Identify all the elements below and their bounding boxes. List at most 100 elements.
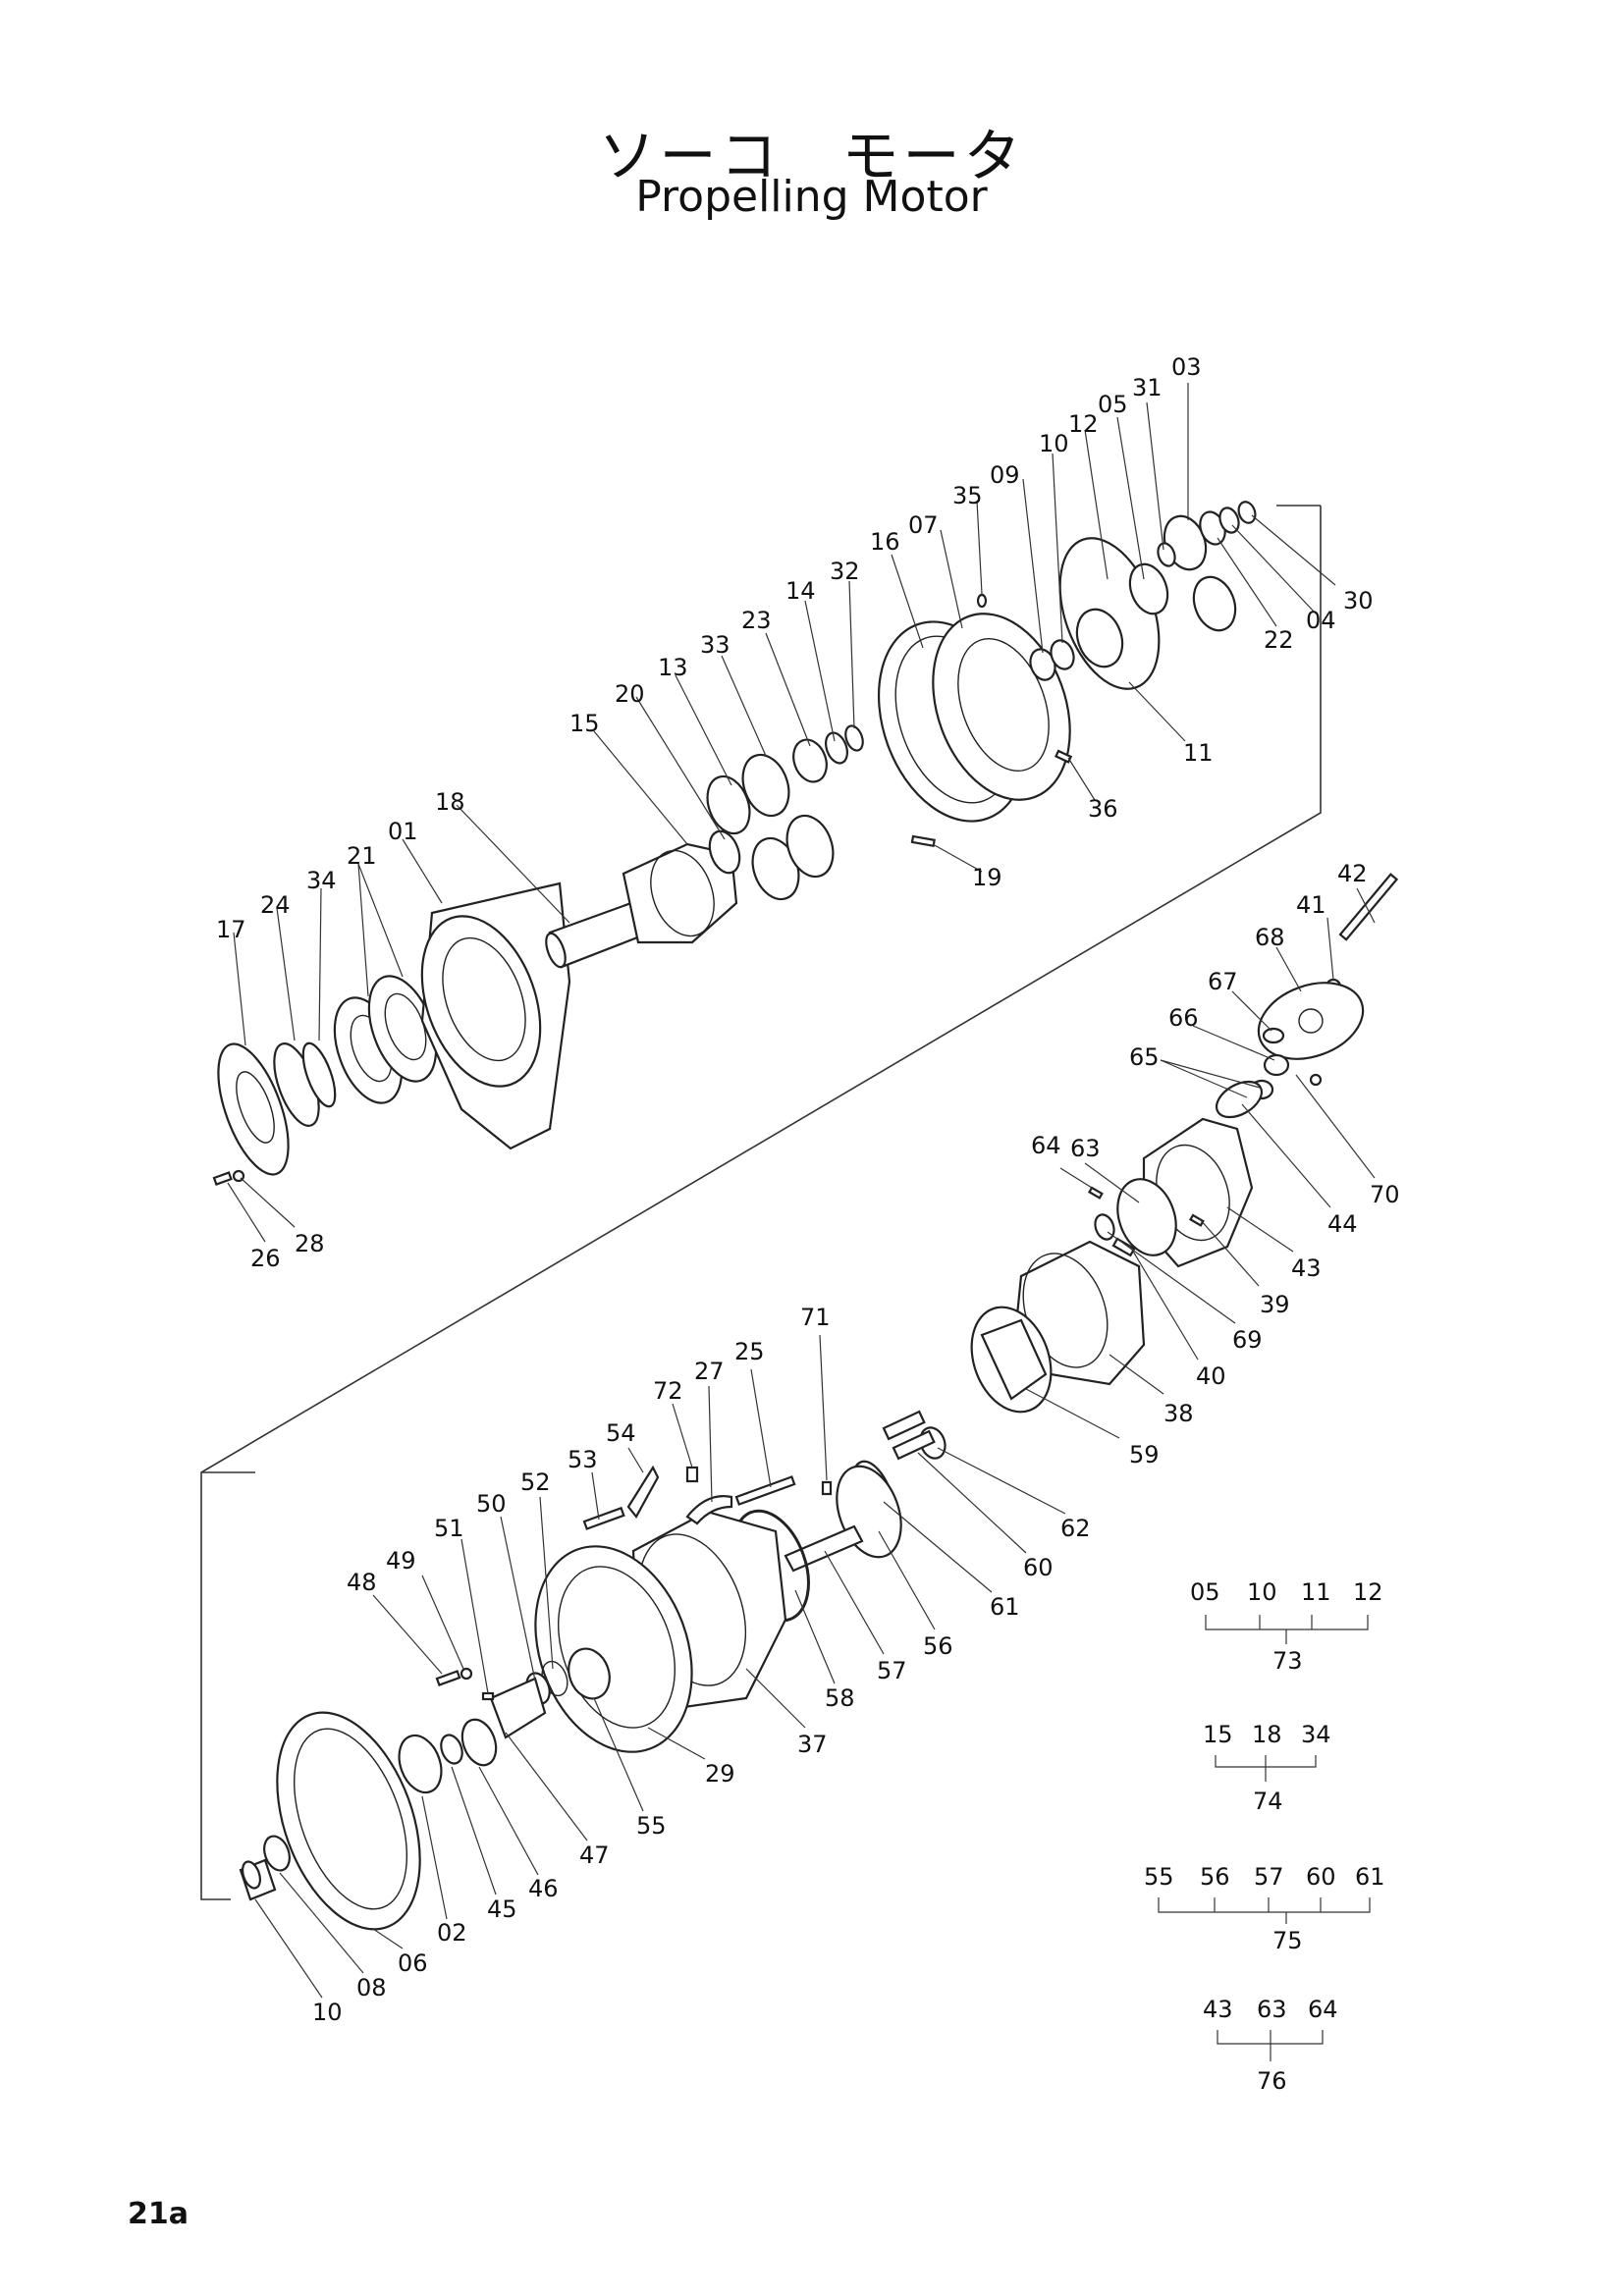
callout-44: 44 (1327, 1210, 1358, 1238)
member-63: 63 (1257, 1996, 1287, 2023)
callout-28: 28 (295, 1230, 325, 1257)
part-70-seal (1309, 1073, 1323, 1087)
part-29-flange-plate (534, 1545, 693, 1753)
callout-63: 63 (1070, 1135, 1101, 1162)
member-15: 15 (1203, 1721, 1233, 1748)
part-39-pin (1188, 1213, 1205, 1227)
assembly-75: 55 56 57 60 61 75 (1144, 1863, 1385, 1954)
callout-70: 70 (1370, 1181, 1400, 1208)
callout-60: 60 (1023, 1554, 1054, 1581)
part-34-snap-ring (301, 1041, 337, 1108)
callout-33: 33 (700, 631, 730, 659)
part-51-pin (481, 1691, 495, 1701)
part-59-cylinder-block (970, 1306, 1053, 1414)
callout-10: 10 (1039, 430, 1069, 457)
callout-54: 54 (606, 1419, 636, 1447)
assembly-73-number: 73 (1272, 1647, 1303, 1675)
member-18: 18 (1252, 1721, 1282, 1748)
callout-32: 32 (830, 558, 860, 585)
part-35-pin (976, 593, 988, 609)
callout-17: 17 (216, 916, 246, 943)
callout-67: 67 (1208, 968, 1238, 995)
assembly-76: 43 63 64 76 (1203, 1996, 1338, 2095)
callout-23: 23 (741, 607, 772, 634)
part-57-drive-shaft (784, 1524, 864, 1573)
callout-26: 26 (250, 1245, 281, 1272)
part-01-housing (420, 881, 571, 1150)
callout-10-lower: 10 (312, 1999, 343, 2026)
callout-27: 27 (694, 1358, 725, 1385)
assembly-74: 15 18 34 74 (1203, 1721, 1331, 1815)
callout-52: 52 (520, 1468, 551, 1496)
part-06-ring-gear (276, 1711, 421, 1931)
callout-30: 30 (1343, 587, 1374, 614)
callout-41: 41 (1296, 891, 1326, 919)
callout-50: 50 (476, 1490, 507, 1518)
part-44-valve (1215, 1080, 1264, 1119)
part-53-bolt (582, 1506, 625, 1530)
callout-62: 62 (1060, 1515, 1091, 1542)
part-55-shaft-end (568, 1647, 611, 1700)
part-71-pin (821, 1480, 833, 1496)
callout-35: 35 (952, 482, 983, 509)
part-17-cover (217, 1042, 290, 1176)
member-61: 61 (1355, 1863, 1385, 1891)
member-60: 60 (1306, 1863, 1336, 1891)
assembly-75-number: 75 (1272, 1927, 1303, 1954)
callout-16: 16 (870, 528, 900, 556)
callout-51: 51 (434, 1515, 464, 1542)
callout-64: 64 (1031, 1132, 1061, 1159)
part-10-washer (1050, 639, 1075, 670)
part-32-ring (844, 724, 864, 752)
member-05: 05 (1190, 1578, 1220, 1606)
member-11: 11 (1301, 1578, 1331, 1606)
callout-18: 18 (435, 788, 465, 816)
part-47-plate (489, 1677, 547, 1739)
callout-66: 66 (1168, 1004, 1199, 1032)
callout-09: 09 (990, 461, 1020, 489)
assembly-76-number: 76 (1257, 2067, 1287, 2095)
part-23-spacer (792, 738, 828, 783)
callout-58: 58 (825, 1684, 855, 1712)
callout-01: 01 (388, 818, 418, 845)
callout-31: 31 (1132, 374, 1163, 401)
callout-24: 24 (260, 891, 291, 919)
callout-57: 57 (877, 1657, 907, 1684)
part-64-pin (1087, 1186, 1104, 1200)
part-20-bearing (708, 829, 741, 875)
part-54-bracket (626, 1465, 660, 1519)
leader-lines (227, 383, 1376, 1999)
callout-49: 49 (386, 1547, 416, 1575)
callout-68: 68 (1255, 924, 1285, 951)
callout-56: 56 (923, 1632, 953, 1660)
callout-02: 02 (437, 1919, 467, 1947)
callout-08: 08 (356, 1974, 387, 2002)
callout-34: 34 (306, 867, 337, 894)
callout-labels: 03 31 05 12 10 09 35 07 16 32 14 23 33 1… (216, 353, 1400, 2026)
assembly-73: 05 10 11 12 73 (1190, 1578, 1383, 1675)
member-64: 64 (1308, 1996, 1338, 2023)
callout-36: 36 (1088, 795, 1118, 823)
part-66-ring (1263, 1053, 1290, 1077)
member-10: 10 (1247, 1578, 1277, 1606)
part-21-bearing-pair (333, 975, 438, 1104)
part-19-pin (910, 834, 936, 848)
page-number: 21a (128, 2197, 189, 2231)
part-46-ring (460, 1718, 498, 1767)
member-43: 43 (1203, 1996, 1233, 2023)
part-45-washer (440, 1734, 463, 1765)
callout-72: 72 (653, 1377, 683, 1405)
member-56: 56 (1200, 1863, 1230, 1891)
part-08-washer (263, 1835, 291, 1872)
callout-61: 61 (990, 1593, 1020, 1621)
callout-55: 55 (636, 1812, 667, 1840)
callout-11: 11 (1183, 739, 1214, 767)
part-26-bolt (212, 1171, 233, 1186)
part-30-ring (1237, 501, 1257, 524)
callout-06: 06 (398, 1949, 428, 1977)
callout-21: 21 (347, 842, 377, 870)
callout-48: 48 (347, 1569, 377, 1596)
callout-59: 59 (1129, 1441, 1160, 1468)
part-72-plug (685, 1466, 699, 1483)
part-10-bushing (239, 1858, 277, 1901)
